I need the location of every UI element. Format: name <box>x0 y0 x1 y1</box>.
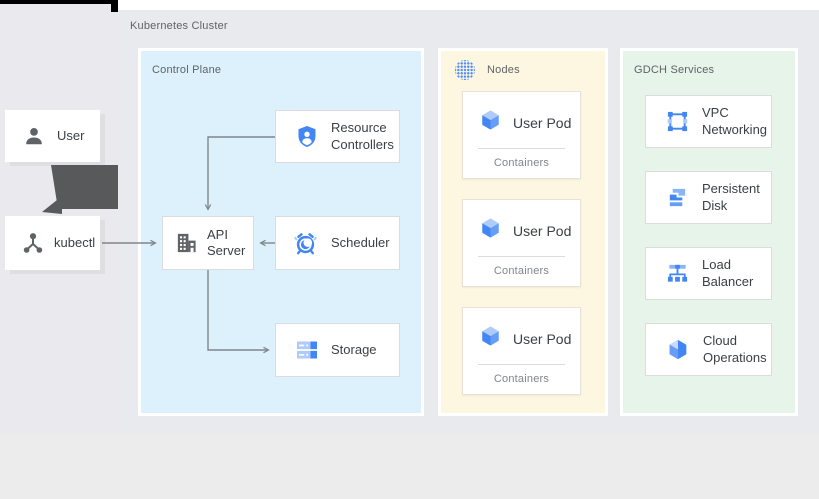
pod-divider <box>478 148 565 149</box>
user-node: User <box>5 110 100 162</box>
nodes-panel: Nodes User Pod Containers <box>438 48 608 416</box>
scheduler-label: Scheduler <box>331 234 390 250</box>
user-pod-title: User Pod <box>513 114 572 131</box>
containers-label: Containers <box>493 373 550 385</box>
server-trays-icon <box>295 338 319 362</box>
user-pod-title: User Pod <box>513 330 572 347</box>
load-balancer-node: Load Balancer <box>645 247 772 300</box>
kubectl-icon <box>21 231 45 255</box>
user-label: User <box>57 127 85 143</box>
kubectl-label: kubectl <box>54 234 96 250</box>
resource-controllers-label: Resource Controllers <box>331 120 394 152</box>
scheduler-node: Scheduler <box>275 216 400 270</box>
cloud-operations-label: Cloud Operations <box>703 333 767 365</box>
vpc-networking-node: VPC Networking <box>645 95 772 148</box>
building-icon <box>175 231 198 255</box>
user-pod-card-2: User Pod Containers <box>462 199 581 287</box>
resource-controllers-node: Resource Controllers <box>275 110 400 163</box>
containers-label: Containers <box>493 265 550 277</box>
cube-icon <box>479 325 502 352</box>
kubectl-node: kubectl <box>5 216 100 270</box>
containers-label: Containers <box>493 157 550 169</box>
top-black-notch <box>111 0 118 12</box>
storage-node: Storage <box>275 323 400 377</box>
user-pod-card-1: User Pod Containers <box>462 91 581 179</box>
nodes-grid-icon <box>455 60 475 80</box>
api-server-label: API Server <box>207 226 246 258</box>
user-pod-title: User Pod <box>513 222 572 239</box>
shield-person-icon <box>295 124 319 149</box>
pod-divider <box>478 256 565 257</box>
storage-label: Storage <box>331 341 377 357</box>
gdch-services-panel: GDCH Services VPC Networking <box>620 48 798 416</box>
nodes-header: Nodes <box>455 60 520 80</box>
gdch-services-title: GDCH Services <box>634 64 715 76</box>
pod-divider <box>478 364 565 365</box>
load-balancer-icon <box>666 262 689 285</box>
user-pod-card-3: User Pod Containers <box>462 307 581 395</box>
control-plane-panel: Control Plane Resource Controllers <box>138 48 424 416</box>
persistent-disk-label: Persistent Disk <box>702 181 760 213</box>
alarm-clock-icon <box>293 231 318 256</box>
bottom-background-band <box>0 433 819 499</box>
nodes-title: Nodes <box>487 64 520 76</box>
cloud-operations-node: Cloud Operations <box>645 323 772 376</box>
top-black-strip <box>0 0 117 4</box>
person-icon <box>23 125 45 147</box>
vpc-networking-label: VPC Networking <box>702 105 768 137</box>
persistent-disk-node: Persistent Disk <box>645 171 772 224</box>
vpc-networking-icon <box>666 110 689 133</box>
control-plane-title: Control Plane <box>152 64 222 76</box>
cube-icon <box>479 109 502 136</box>
cloud-operations-icon <box>666 338 690 361</box>
kubernetes-cluster-title: Kubernetes Cluster <box>130 20 228 32</box>
cube-icon <box>479 217 502 244</box>
api-server-node: API Server <box>162 216 254 270</box>
persistent-disk-icon <box>666 186 689 209</box>
load-balancer-label: Load Balancer <box>702 257 754 289</box>
